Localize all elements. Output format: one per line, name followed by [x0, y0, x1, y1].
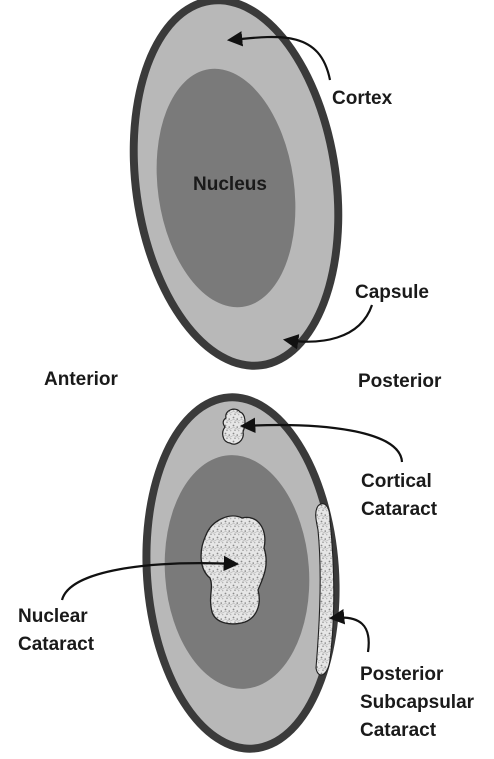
cortical-cataract-label-line1: Cortical	[361, 471, 432, 492]
nuclear-cataract-label-line2: Cataract	[18, 634, 95, 655]
bottom-lens: Cortical Cataract Nuclear Cataract Poste…	[18, 387, 475, 759]
nuclear-cataract-opacity	[201, 516, 266, 624]
posterior-subcapsular-label-line1: Posterior	[360, 664, 444, 685]
nucleus-label: Nucleus	[193, 174, 267, 195]
posterior-subcapsular-label-line3: Cataract	[360, 720, 437, 741]
cortical-cataract-opacity	[223, 409, 245, 444]
top-lens: Nucleus Cortex Capsule	[107, 0, 429, 384]
cortical-cataract-label-line2: Cataract	[361, 499, 438, 520]
cortex-label: Cortex	[332, 88, 393, 109]
posterior-subcapsular-label-line2: Subcapsular	[360, 692, 475, 713]
nuclear-cataract-label-line1: Nuclear	[18, 606, 88, 627]
capsule-label: Capsule	[355, 282, 429, 303]
posterior-label: Posterior	[358, 371, 442, 392]
anterior-label: Anterior	[44, 369, 119, 390]
